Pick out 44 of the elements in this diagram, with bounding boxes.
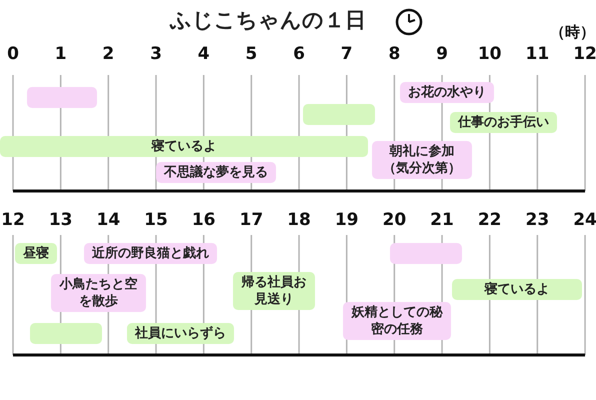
activity-box — [390, 243, 462, 264]
hour-tick-label: 8 — [388, 44, 400, 64]
hour-tick-label: 24 — [573, 210, 596, 230]
hour-tick-label: 19 — [334, 210, 359, 230]
activity-label: 寝ているよ — [0, 136, 368, 157]
hour-tick-label: 9 — [436, 44, 448, 64]
activity-label: 寝ているよ — [452, 279, 582, 300]
hour-tick-label: 2 — [102, 44, 114, 64]
hour-tick-label: 21 — [430, 210, 454, 230]
hour-tick-label: 6 — [293, 44, 305, 64]
title: ふじこちゃんの１日 — [170, 7, 366, 34]
hour-tick-label: 3 — [150, 44, 162, 64]
hour-tick-label: 11 — [526, 44, 550, 64]
hour-tick-label: 23 — [526, 210, 550, 230]
hour-tick-label: 18 — [287, 210, 311, 230]
activity-label: 近所の野良猫と戯れ — [84, 243, 217, 264]
activity-box — [27, 87, 97, 108]
hour-tick-label: 12 — [1, 210, 25, 230]
hour-tick-label: 12 — [573, 44, 596, 64]
hour-tick-label: 4 — [198, 44, 210, 64]
unit-label: （時） — [550, 22, 595, 42]
activity-label: お花の水やり — [400, 82, 494, 103]
hour-tick-label: 20 — [382, 210, 406, 230]
hour-tick-label: 15 — [144, 210, 168, 230]
hour-tick-label: 10 — [478, 44, 502, 64]
hour-tick-label: 16 — [192, 210, 216, 230]
activity-box — [30, 323, 102, 344]
hour-tick-label: 1 — [54, 44, 67, 64]
activity-label: 朝礼に参加（気分次第） — [372, 141, 472, 179]
hour-tick-label: 17 — [240, 210, 264, 230]
hour-tick-label: 7 — [340, 44, 353, 64]
hour-tick-label: 13 — [48, 210, 72, 230]
activity-label: 社員にいらずら — [127, 323, 234, 344]
hour-tick-label: 0 — [7, 44, 19, 64]
activity-label: 昼寝 — [15, 243, 57, 264]
activity-box — [303, 104, 375, 125]
hour-tick-label: 22 — [478, 210, 502, 230]
activity-label: 帰る社員お見送り — [233, 272, 315, 310]
hour-tick-label: 14 — [96, 210, 120, 230]
activity-label: 不思議な夢を見る — [156, 162, 276, 183]
activity-label: 妖精としての秘密の任務 — [343, 302, 451, 340]
activity-label: 小鳥たちと空を散歩 — [51, 274, 146, 312]
activity-label: 仕事のお手伝い — [450, 112, 557, 133]
hour-tick-label: 5 — [245, 44, 258, 64]
